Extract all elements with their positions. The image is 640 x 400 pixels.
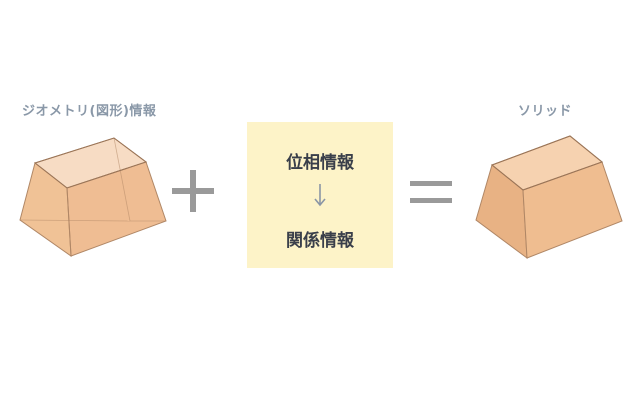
arrow-down-icon — [314, 184, 326, 207]
wireframe-frustum-image — [19, 137, 167, 258]
solid-frustum-image — [475, 135, 623, 260]
plus-icon — [172, 170, 214, 212]
topology-box: 位相情報 関係情報 — [247, 122, 393, 268]
solid-label: ソリッド — [518, 104, 573, 119]
topology-info-text: 位相情報 — [286, 153, 354, 173]
equals-icon — [410, 181, 452, 203]
relation-info-text: 関係情報 — [286, 231, 354, 251]
geometry-label: ジオメトリ(図形)情報 — [22, 104, 157, 119]
